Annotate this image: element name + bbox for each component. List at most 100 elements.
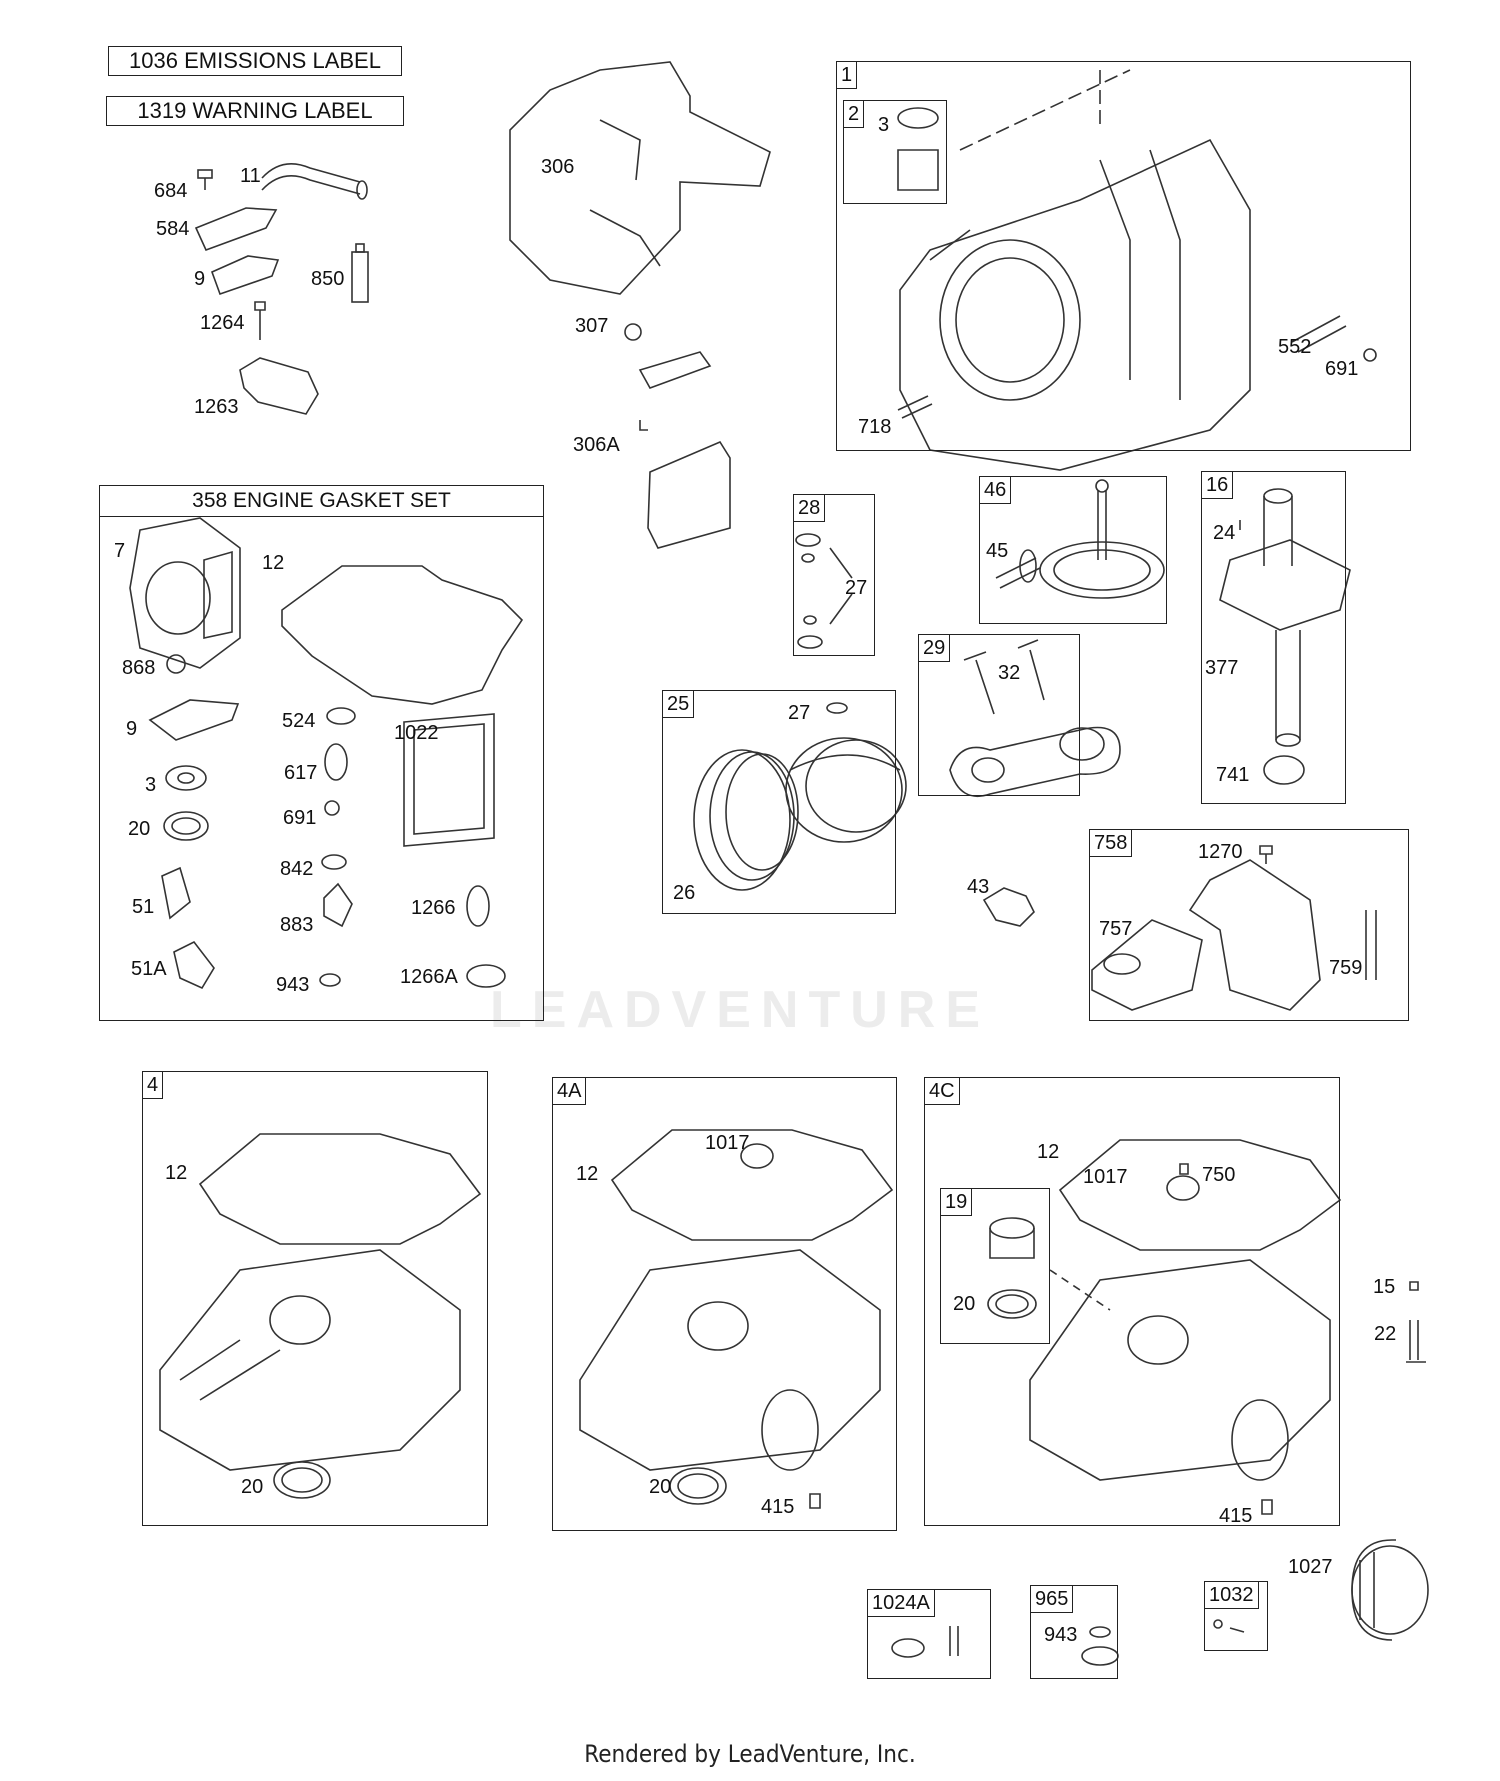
nut-d-icon [1261,1499,1273,1515]
part-12-gasket-set[interactable]: 12 [262,552,285,574]
part-584[interactable]: 584 [156,218,190,240]
part-9-gasket-set[interactable]: 9 [126,718,138,740]
part-842[interactable]: 842 [280,858,314,880]
rod-bolt-icon [963,639,1045,715]
washer-15-icon [1409,1281,1419,1291]
part-1266[interactable]: 1266 [411,897,456,919]
frame-46-camshaft[interactable]: 46 [979,476,1167,624]
frame-4C-sump[interactable]: 4C [924,1077,1340,1526]
frame-1032[interactable]: 1032 [1204,1581,1268,1651]
part-27-clip[interactable]: 27 [845,577,868,599]
frame-4A-tag: 4A [553,1078,587,1105]
part-306[interactable]: 306 [541,156,575,178]
shield-plate-icon [239,357,319,415]
part-757[interactable]: 757 [1099,918,1133,940]
part-1270[interactable]: 1270 [1198,841,1243,863]
part-1266A[interactable]: 1266A [400,966,458,988]
part-415-sump-4A[interactable]: 415 [761,1496,795,1518]
part-684[interactable]: 684 [154,180,188,202]
frame-1-crankcase[interactable]: 1 [836,61,1411,451]
part-741[interactable]: 741 [1216,764,1250,786]
frame-1-tag: 1 [837,62,858,89]
nut-2-icon [324,800,340,816]
crankcase-icon [899,69,1251,471]
kit-1032-icon [1213,1619,1245,1633]
part-1263[interactable]: 1263 [194,396,239,418]
part-524[interactable]: 524 [282,710,316,732]
part-12-sump-4[interactable]: 12 [165,1162,188,1184]
frame-758-governor[interactable]: 758 [1089,829,1409,1021]
o-ring-icon [326,707,356,725]
connecting-rod-icon [949,726,1121,798]
frame-1024A[interactable]: 1024A [867,1589,991,1679]
part-32[interactable]: 32 [998,662,1021,684]
part-377[interactable]: 377 [1205,657,1239,679]
part-868[interactable]: 868 [122,657,156,679]
part-20-sump-4A[interactable]: 20 [649,1476,672,1498]
part-20-gasket-set[interactable]: 20 [128,818,151,840]
part-9[interactable]: 9 [194,268,206,290]
part-943-gasket-set[interactable]: 943 [276,974,310,996]
frame-25-piston[interactable]: 25 [662,690,896,914]
head-gasket-icon [129,517,241,669]
frame-16-crankshaft[interactable]: 16 [1201,471,1346,804]
part-43[interactable]: 43 [967,876,990,898]
gasket-ring-icon [466,885,490,927]
part-1264[interactable]: 1264 [200,312,245,334]
part-750[interactable]: 750 [1202,1164,1236,1186]
emissions-label-box[interactable]: 1036 EMISSIONS LABEL [108,46,402,76]
part-759[interactable]: 759 [1329,957,1363,979]
part-24[interactable]: 24 [1213,522,1236,544]
part-415-sump-4C[interactable]: 415 [1219,1505,1253,1527]
part-552[interactable]: 552 [1278,336,1312,358]
crankshaft-icon [1219,488,1351,747]
frame-4-sump[interactable]: 4 [142,1071,488,1526]
spring-icon [1365,910,1377,980]
part-51[interactable]: 51 [132,896,155,918]
gasket-ring-3-icon [466,964,506,988]
dipstick-icon [1406,1320,1426,1363]
part-12-sump-4C[interactable]: 12 [1037,1141,1060,1163]
frame-29-connecting-rod[interactable]: 29 [918,634,1080,796]
frame-965[interactable]: 965 [1030,1585,1118,1679]
frame-4A-sump[interactable]: 4A [552,1077,897,1531]
part-26[interactable]: 26 [673,882,696,904]
warning-label-box[interactable]: 1319 WARNING LABEL [106,96,404,126]
part-617[interactable]: 617 [284,762,318,784]
part-3-gasket-set[interactable]: 3 [145,774,157,796]
part-51A[interactable]: 51A [131,958,167,980]
frame-19[interactable]: 19 [940,1188,1050,1344]
part-27-pin-clip[interactable]: 27 [788,702,811,724]
part-850[interactable]: 850 [311,268,345,290]
part-45[interactable]: 45 [986,540,1009,562]
part-20-sump-4C[interactable]: 20 [953,1293,976,1315]
part-1022[interactable]: 1022 [394,722,439,744]
frame-358-gasket-set[interactable]: 358 ENGINE GASKET SET [99,485,544,1021]
frame-25-tag: 25 [663,691,695,718]
part-20-sump-4[interactable]: 20 [241,1476,264,1498]
frame-29-tag: 29 [919,635,951,662]
part-943-kit[interactable]: 943 [1044,1624,1078,1646]
footer-credit: Rendered by LeadVenture, Inc. [584,1740,916,1768]
part-12-sump-4A[interactable]: 12 [576,1163,599,1185]
part-15[interactable]: 15 [1373,1276,1396,1298]
part-11[interactable]: 11 [240,165,261,187]
part-718[interactable]: 718 [858,416,892,438]
part-306A[interactable]: 306A [573,434,620,456]
intake-gasket-icon [323,882,353,928]
sealant-tube-icon [351,243,369,303]
part-1017-sump-4C[interactable]: 1017 [1083,1166,1128,1188]
frame-2-bushing[interactable]: 2 [843,100,947,204]
part-22[interactable]: 22 [1374,1323,1397,1345]
part-7[interactable]: 7 [114,540,126,562]
part-3-bushing[interactable]: 3 [878,114,890,136]
part-883[interactable]: 883 [280,914,314,936]
part-691-gasket-set[interactable]: 691 [283,807,317,829]
camshaft-icon [995,479,1165,599]
part-1027[interactable]: 1027 [1288,1556,1333,1578]
part-691-crankcase[interactable]: 691 [1325,358,1359,380]
part-307[interactable]: 307 [575,315,609,337]
frame-28[interactable]: 28 [793,494,875,656]
part-1017-sump-4A[interactable]: 1017 [705,1132,750,1154]
